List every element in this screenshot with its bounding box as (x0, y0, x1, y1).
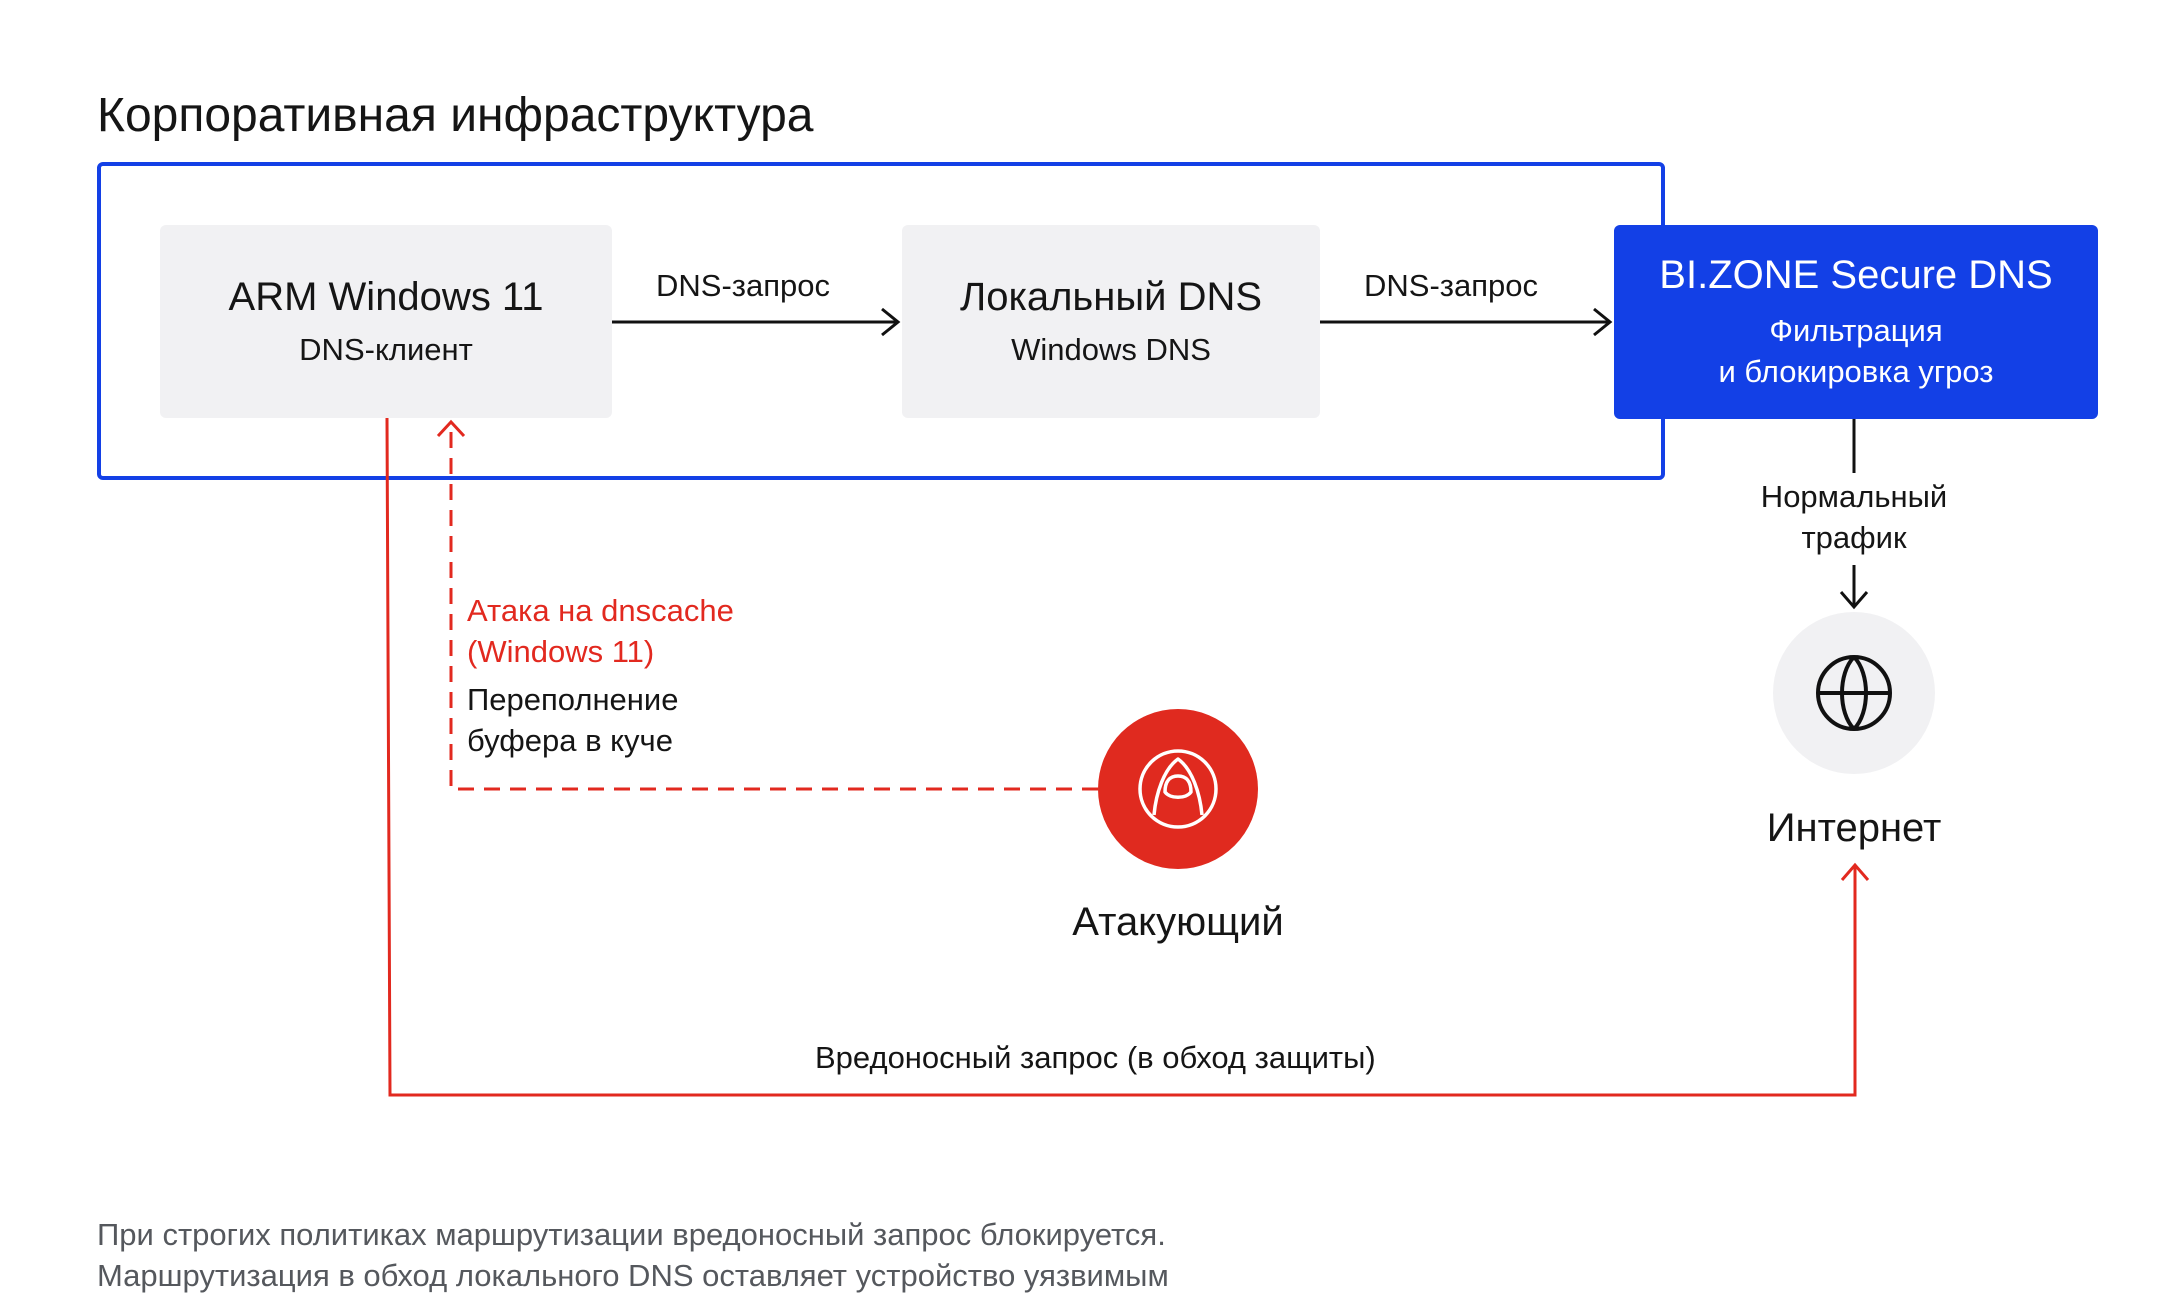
hooded-hacker-icon (1138, 749, 1218, 829)
edge-label-normal-traffic: Нормальный трафик (1761, 476, 1947, 558)
overflow-line1: Переполнение (467, 682, 679, 717)
internet-node (1773, 612, 1935, 774)
arrowhead-internet-normal (1839, 591, 1869, 610)
attack-line1: Атака на dnscache (467, 593, 734, 628)
bizone-title: BI.ZONE Secure DNS (1659, 252, 2053, 297)
node-local-dns: Локальный DNS Windows DNS (902, 225, 1320, 418)
footer-note: При строгих политиках маршрутизации вред… (97, 1214, 1169, 1296)
edge-label-dns-request-2: DNS-запрос (1364, 268, 1538, 303)
node-arm-windows-11: ARM Windows 11 DNS-клиент (160, 225, 612, 418)
footer-line2: Маршрутизация в обход локального DNS ост… (97, 1258, 1169, 1293)
globe-icon (1816, 655, 1892, 731)
attacker-label: Атакующий (1072, 900, 1284, 944)
malicious-request-path (385, 417, 1857, 1097)
edge-label-dns-request-1: DNS-запрос (656, 268, 830, 303)
arrowhead-local-dns (881, 307, 901, 337)
attack-line2: (Windows 11) (467, 634, 655, 669)
arm-subtitle: DNS-клиент (299, 332, 473, 367)
arrowhead-internet-malicious (1840, 862, 1870, 881)
bizone-subtitle: Фильтрация и блокировка угроз (1718, 310, 1993, 392)
internet-label: Интернет (1766, 806, 1942, 850)
attack-dnscache-path (449, 430, 1098, 791)
local-dns-title: Локальный DNS (959, 275, 1263, 319)
bizone-subtitle-line2: и блокировка угроз (1718, 353, 1994, 389)
arrowhead-bizone (1593, 307, 1613, 337)
footer-line1: При строгих политиках маршрутизации вред… (97, 1217, 1166, 1252)
arrowhead-attack-arm (436, 419, 466, 438)
normal-traffic-line2: трафик (1801, 520, 1907, 555)
edge-label-attack-dnscache: Атака на dnscache (Windows 11) (467, 590, 734, 672)
normal-traffic-line1: Нормальный (1760, 479, 1948, 514)
bizone-subtitle-line1: Фильтрация (1769, 312, 1943, 348)
edge-label-heap-overflow: Переполнение буфера в куче (467, 679, 678, 761)
node-bizone-secure-dns: BI.ZONE Secure DNS Фильтрация и блокиров… (1614, 225, 2098, 419)
local-dns-subtitle: Windows DNS (1011, 332, 1211, 367)
attacker-node (1098, 709, 1258, 869)
diagram-title: Корпоративная инфраструктура (97, 89, 814, 142)
edge-label-malicious-request: Вредоносный запрос (в обход защиты) (815, 1040, 1376, 1075)
arm-title: ARM Windows 11 (228, 275, 544, 319)
overflow-line2: буфера в куче (467, 723, 673, 758)
